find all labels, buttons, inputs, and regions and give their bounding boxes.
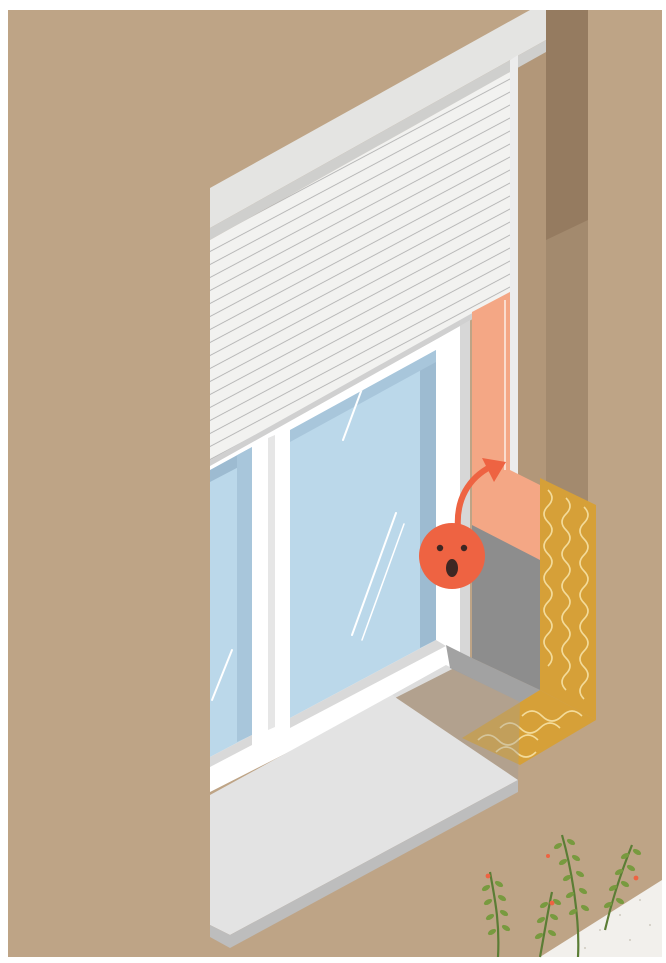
shutter-guide-rail bbox=[510, 55, 518, 524]
surprised-face-icon bbox=[419, 523, 485, 589]
